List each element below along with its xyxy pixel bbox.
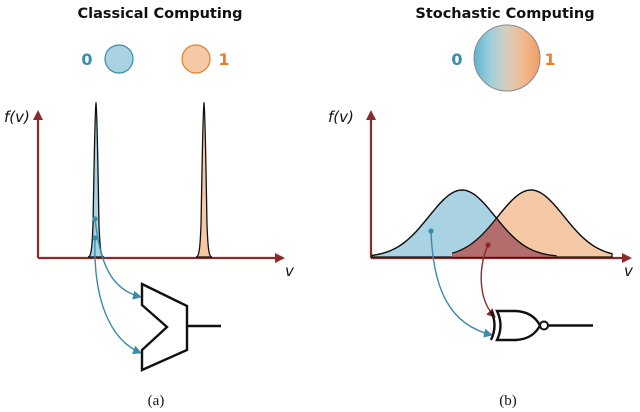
comparator-icon: [140, 282, 221, 372]
classical-caption: (a): [148, 393, 165, 409]
classical-zero-peak: [87, 101, 105, 258]
classical-arrow-upper: [94, 218, 142, 300]
stochastic-caption: (b): [499, 393, 517, 409]
stochastic-panel: Stochastic Computing 0 1 f(v) v (b): [328, 6, 634, 409]
classical-arrow-lower: [94, 237, 142, 355]
stochastic-one-distribution-outline: [451, 189, 613, 255]
classical-bit-zero-label: 0: [81, 50, 92, 69]
stochastic-bit-zero-label: 0: [451, 50, 462, 69]
classical-x-axis-label: v: [285, 262, 295, 280]
stochastic-overlap-region: [452, 218, 556, 257]
classical-bit-zero-circle: [104, 44, 134, 74]
stochastic-arrow-zero: [430, 230, 493, 338]
classical-y-axis-label: f(v): [4, 108, 30, 126]
stochastic-x-axis-label: v: [624, 262, 634, 280]
classical-panel: Classical Computing 0 1 f(v) v (a): [4, 6, 295, 409]
classical-bit-one-label: 1: [218, 50, 229, 69]
xnor-gate-icon: [489, 309, 593, 342]
stochastic-gradient-bit-circle: [473, 24, 541, 92]
stochastic-title: Stochastic Computing: [415, 6, 594, 22]
classical-bit-one-circle: [181, 44, 211, 74]
stochastic-y-axis-label: f(v): [328, 108, 354, 126]
stochastic-bit-one-label: 1: [544, 50, 555, 69]
classical-one-peak: [195, 101, 213, 258]
classical-title: Classical Computing: [77, 6, 242, 22]
stochastic-zero-distribution-outline: [371, 189, 557, 257]
